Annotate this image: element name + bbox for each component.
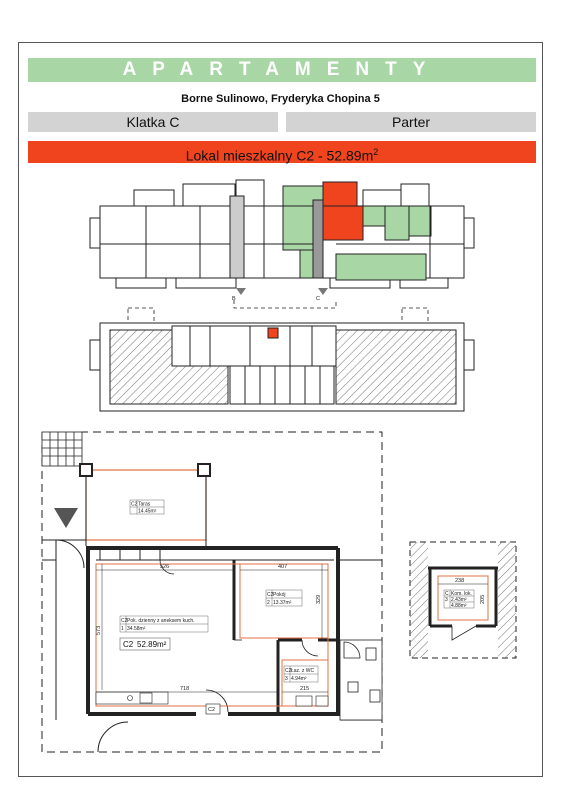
sheet-frame — [18, 42, 543, 777]
bedroom-num: 2 — [267, 600, 270, 606]
stair-b-label: B — [232, 296, 236, 302]
key-plan-basement — [89, 322, 475, 412]
key-plan-ground — [89, 179, 475, 289]
bedroom-code: C2 — [267, 592, 274, 598]
storage-num: 3 — [445, 597, 448, 603]
terrace-name: Taras — [138, 502, 151, 508]
storage-area-1: 2.43m² — [451, 597, 467, 603]
unit-title: Lokal mieszkalny C2 - 52.89m2 — [28, 141, 536, 164]
storage-dim-width: 238 — [455, 578, 464, 584]
bath-name: Łaz. z WC — [291, 668, 314, 674]
terrace-label: C2 Taras 14.45m² — [129, 499, 165, 515]
bath-num: 3 — [285, 676, 288, 682]
bath-area: 4.94m² — [291, 676, 307, 682]
unit-plan: 526 407 718 215 573 329 C2 Taras 14.45m²… — [41, 431, 383, 753]
living-label: C2 1 Pok. dzienny z aneksem kuch. 34.58m… — [119, 615, 209, 633]
bedroom-label: C2 2 Pokój 13.37m² — [265, 589, 303, 607]
stairwell-label: Klatka C — [28, 112, 278, 132]
unit-title-text: Lokal mieszkalny C2 - 52.89m — [185, 147, 374, 164]
unit-total-code: C2 — [123, 640, 134, 649]
unit-total-label: C2 52.89m² — [119, 637, 171, 651]
storage-area-2: 4.88m² — [451, 603, 467, 609]
living-name: Pok. dzienny z aneksem kuch. — [127, 618, 195, 624]
dim-height-living: 573 — [96, 626, 102, 635]
dim-width-living: 526 — [160, 564, 169, 570]
living-num: 1 — [121, 626, 124, 632]
bedroom-area: 13.37m² — [273, 600, 292, 606]
living-area: 34.58m² — [127, 626, 146, 632]
dim-width-bedroom: 407 — [278, 564, 287, 570]
living-code: C2 — [121, 618, 128, 624]
section-dash-lines — [233, 300, 337, 309]
stair-c-label: C — [316, 296, 320, 302]
unit-total-area: 52.89m² — [137, 640, 167, 649]
floor-label: Parter — [286, 112, 536, 132]
bath-label: C2 3 Łaz. z WC 4.94m² — [283, 665, 319, 683]
storage-name: Kom. lok. — [451, 591, 472, 597]
storage-dim-height: 205 — [480, 595, 486, 604]
page-title: APARTAMENTY — [28, 58, 536, 82]
storage-label: C 3 Kom. lok. 2.43m² 4.88m² — [443, 589, 475, 609]
bath-code: C2 — [285, 668, 292, 674]
terrace-code: C2 — [131, 502, 138, 508]
dim-height-bedroom: 329 — [316, 595, 322, 604]
bedroom-name: Pokój — [273, 592, 286, 598]
dim-width-bath: 215 — [300, 686, 309, 692]
basement-dash-outline — [127, 307, 429, 324]
dim-width-total: 718 — [180, 686, 189, 692]
stair-markers: B C — [232, 288, 328, 302]
door-tag: C2 — [205, 703, 221, 715]
storage-code: C — [445, 591, 449, 597]
terrace-area: 14.45m² — [138, 509, 157, 515]
address: Borne Sulinowo, Fryderyka Chopina 5 — [181, 93, 380, 105]
unit-title-sup: 2 — [373, 147, 379, 157]
storage-plan: 238 205 C 3 Kom. lok. 2.43m² 4.88m² — [409, 541, 517, 659]
door-tag-text: C2 — [208, 707, 215, 713]
